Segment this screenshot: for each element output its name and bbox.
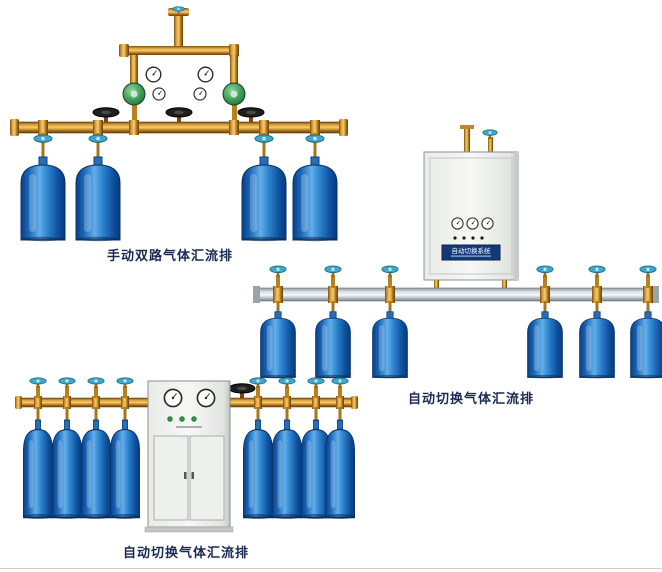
gas-cylinder (630, 311, 662, 379)
page-bottom-divider (0, 568, 662, 569)
cabinet-valve-icon (482, 129, 498, 140)
valve-handwheel-icon (165, 107, 193, 123)
cabinet-label: 自动切换系统 (452, 246, 492, 255)
cylinder-valve-icon (588, 265, 606, 278)
cylinder-station (271, 377, 303, 520)
cylinder-station (241, 133, 287, 242)
cylinder-valve-icon (331, 377, 349, 389)
valve-handwheel-icon (92, 107, 120, 123)
pressure-regulator-left (122, 66, 166, 106)
gas-cylinder (242, 419, 274, 520)
valve-handwheel-icon (228, 383, 256, 399)
control-cabinet (144, 380, 234, 533)
gas-cylinder (20, 156, 66, 242)
cylinder-valve-icon (536, 265, 554, 278)
manifold-rail (253, 286, 659, 303)
gas-cylinder (271, 419, 303, 520)
pressure-gauge-icon (196, 388, 216, 408)
pressure-gauge-icon (193, 87, 207, 101)
cylinder-valve-icon (639, 265, 657, 278)
pressure-gauge-icon (481, 217, 494, 230)
cylinder-station (75, 133, 121, 242)
cylinder-station (292, 133, 338, 242)
pressure-gauge-icon (466, 217, 479, 230)
cylinder-station (51, 377, 83, 520)
gas-cylinder (324, 419, 356, 520)
cylinder-station (20, 133, 66, 242)
top-header-pipes (119, 6, 239, 123)
cylinder-station (300, 377, 332, 520)
cylinder-valve-icon (58, 377, 76, 389)
cylinder-valve-icon (269, 265, 287, 278)
gas-cylinder (260, 311, 296, 379)
auto-manifold-floor-image (15, 377, 358, 533)
cylinder-station (315, 265, 351, 379)
pressure-gauge-icon (145, 66, 162, 83)
control-cabinet: 自动切换系统 (423, 125, 519, 291)
cylinder-station (579, 265, 615, 379)
gas-cylinder (51, 419, 83, 520)
cylinder-station (80, 377, 112, 520)
product-caption-2: 自动切换气体汇流排 (407, 392, 534, 407)
pressure-gauge-icon (163, 388, 183, 408)
cylinder-valve-icon (116, 377, 134, 389)
cylinder-station (22, 377, 54, 520)
pressure-gauge-icon (152, 87, 166, 101)
gas-cylinder (109, 419, 141, 520)
manual-manifold-image (10, 6, 348, 242)
cylinder-station (260, 265, 296, 379)
product-caption-1: 手动双路气体汇流排 (106, 249, 233, 264)
cylinder-station (242, 377, 274, 520)
product-caption-3: 自动切换气体汇流排 (122, 546, 249, 561)
cylinder-valve-icon (324, 265, 342, 278)
gas-cylinder (75, 156, 121, 242)
gas-cylinder (80, 419, 112, 520)
pressure-gauge-icon (451, 217, 464, 230)
gas-cylinder (315, 311, 351, 379)
cylinder-valve-icon (278, 377, 296, 389)
cylinder-station (324, 377, 356, 520)
cylinder-valve-icon (307, 377, 325, 389)
valve-handwheel-icon (237, 107, 265, 123)
cylinder-station (630, 265, 662, 379)
gas-cylinder (372, 311, 408, 379)
gas-cylinder (22, 419, 54, 520)
pressure-regulator-right (193, 66, 246, 106)
cylinder-valve-icon (87, 377, 105, 389)
gas-cylinder (579, 311, 615, 379)
auto-manifold-wall-image: 自动切换系统 (253, 125, 662, 379)
cylinder-station (527, 265, 563, 379)
cylinder-station (372, 265, 408, 379)
pressure-gauge-icon (197, 66, 214, 83)
cylinder-station (109, 377, 141, 520)
gas-cylinder (527, 311, 563, 379)
cylinder-valve-icon (381, 265, 399, 278)
cylinder-valve-icon (29, 377, 47, 389)
